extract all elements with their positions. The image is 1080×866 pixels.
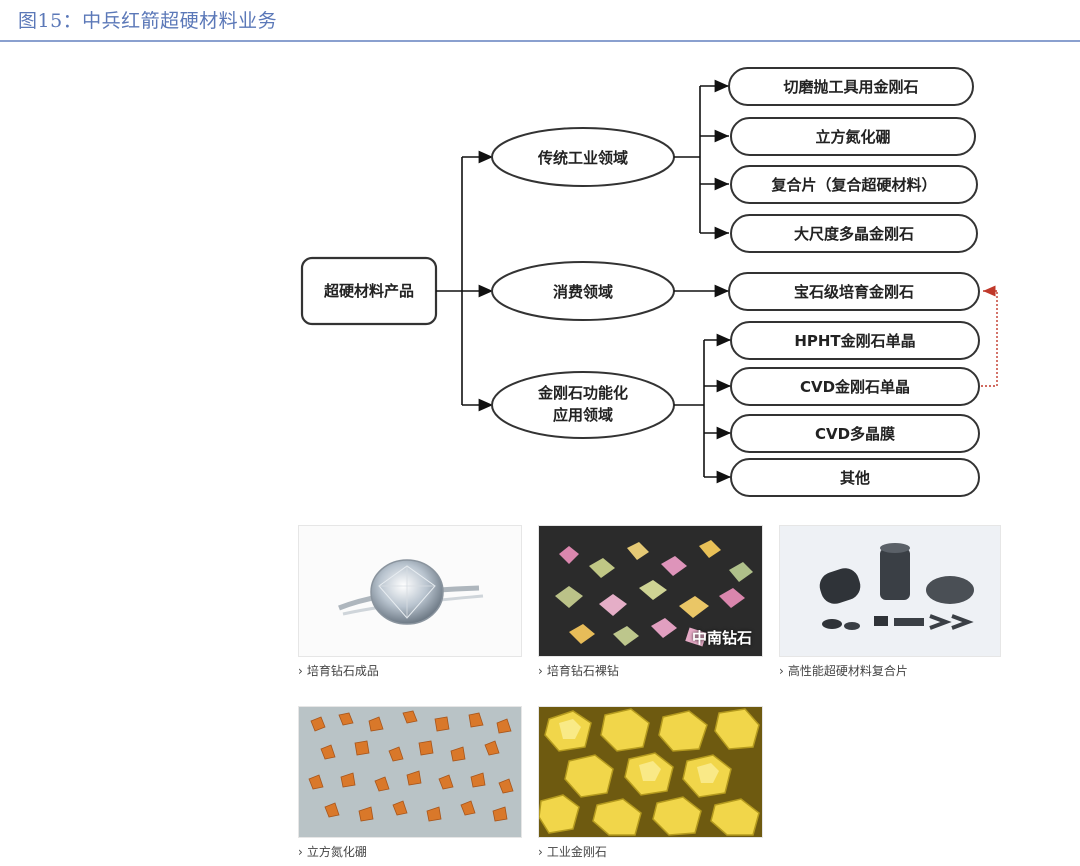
- leaf-node-cutting-diamond: 切磨抛工具用金刚石: [728, 67, 974, 106]
- leaf-node-composite: 复合片（复合超硬材料）: [730, 165, 978, 204]
- photo-caption: ›培育钻石成品: [298, 662, 379, 679]
- leaf-node-gem-diamond: 宝石级培育金刚石: [728, 272, 980, 311]
- photo-overlay-label: 中南钻石: [691, 629, 752, 647]
- leaf-label: 切磨抛工具用金刚石: [783, 78, 918, 96]
- leaf-node-cbn: 立方氮化硼: [730, 117, 976, 156]
- cbn-crystals-photo: [298, 706, 522, 838]
- composite-sheet-photo: [779, 525, 1001, 657]
- chevron-right-icon: ›: [298, 845, 303, 859]
- photo-caption: ›培育钻石裸钻: [538, 662, 619, 679]
- branch-node-functional: 金刚石功能化 应用领域: [491, 371, 675, 439]
- leaf-node-large-poly: 大尺度多晶金刚石: [730, 214, 978, 253]
- branch-connectors: [674, 79, 731, 484]
- diamond-ring-photo: [298, 525, 522, 657]
- diamond-ring-icon: [338, 559, 484, 625]
- branch-label-consumer: 消费领域: [553, 283, 613, 301]
- root-connectors: [436, 150, 493, 412]
- branch-label-functional-line1: 金刚石功能化: [537, 384, 628, 402]
- industrial-diamond-photo: [538, 706, 763, 838]
- branch-label-traditional: 传统工业领域: [537, 149, 628, 167]
- root-node-label: 超硬材料产品: [323, 282, 414, 300]
- root-node: 超硬材料产品: [300, 256, 438, 326]
- product-tree-diagram: 超硬材料产品 传统工业领域 消费领域 金刚石功能化 应用领域: [300, 67, 998, 497]
- orange-crystals-icon: [308, 710, 514, 822]
- leaf-node-hpht: HPHT金刚石单晶: [730, 321, 980, 360]
- chevron-right-icon: ›: [538, 845, 543, 859]
- leaf-node-cvd-poly: CVD多晶膜: [730, 414, 980, 453]
- colored-gems-icon: [555, 540, 753, 647]
- leaf-label: CVD金刚石单晶: [800, 378, 910, 396]
- branch-label-functional-line2: 应用领域: [553, 406, 613, 424]
- title-divider: [0, 40, 1080, 42]
- photo-caption-text: 工业金刚石: [546, 845, 607, 859]
- figure-title: 图15：中兵红箭超硬材料业务: [18, 10, 278, 32]
- photo-caption-text: 培育钻石裸钻: [546, 664, 619, 678]
- leaf-node-cvd-single: CVD金刚石单晶: [730, 367, 980, 406]
- branch-node-consumer: 消费领域: [491, 261, 675, 321]
- photo-caption-text: 培育钻石成品: [306, 664, 379, 678]
- photo-caption: ›高性能超硬材料复合片: [779, 662, 908, 679]
- leaf-label: 其他: [840, 469, 870, 487]
- leaf-label: CVD多晶膜: [815, 425, 895, 443]
- relation-dashed-arrow: [981, 285, 998, 387]
- photo-caption: ›工业金刚石: [538, 843, 607, 860]
- leaf-label: HPHT金刚石单晶: [794, 332, 915, 350]
- loose-colored-diamonds-photo: 中南钻石: [538, 525, 763, 657]
- leaf-label: 宝石级培育金刚石: [794, 283, 914, 301]
- composite-parts-icon: [819, 543, 974, 630]
- chevron-right-icon: ›: [298, 664, 303, 678]
- yellow-diamond-crystals-icon: [539, 708, 760, 836]
- chevron-right-icon: ›: [779, 664, 784, 678]
- leaf-node-other: 其他: [730, 458, 980, 497]
- branch-node-traditional: 传统工业领域: [491, 127, 675, 187]
- leaf-label: 立方氮化硼: [815, 128, 890, 146]
- photo-caption-text: 高性能超硬材料复合片: [787, 664, 908, 678]
- photo-caption: ›立方氮化硼: [298, 843, 367, 860]
- chevron-right-icon: ›: [538, 664, 543, 678]
- photo-caption-text: 立方氮化硼: [306, 845, 367, 859]
- leaf-label: 大尺度多晶金刚石: [794, 225, 914, 243]
- leaf-label: 复合片（复合超硬材料）: [770, 176, 936, 194]
